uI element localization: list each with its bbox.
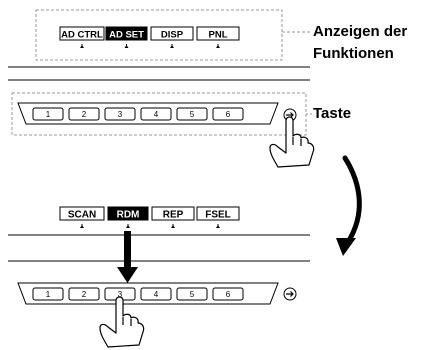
- top-preset-button-3: [104, 107, 136, 121]
- bottom-fn-box-1: [107, 206, 149, 221]
- top-preset-label-1: 1: [46, 110, 51, 119]
- bottom-preset-button-6: [212, 287, 244, 301]
- top-labels-dashed-frame: [35, 9, 283, 61]
- transition-arrow-icon: [336, 155, 362, 256]
- top-pressing-hand-icon: [269, 116, 315, 168]
- bottom-function-labels: SCAN RDM REP FSEL: [59, 206, 240, 228]
- top-preset-button-1: [32, 107, 64, 121]
- bottom-fn-label-0: SCAN: [68, 210, 96, 221]
- top-preset-button-6: [212, 107, 244, 121]
- top-preset-button-2: [68, 107, 100, 121]
- bottom-preset-label-3: 3: [118, 290, 123, 299]
- top-preset-label-3: 3: [118, 110, 123, 119]
- bottom-preset-label-4: 4: [154, 290, 159, 299]
- bottom-fn-label-3: FSEL: [205, 210, 231, 221]
- bottom-pressing-hand-icon: [99, 296, 145, 348]
- key-callout: Taste: [313, 105, 352, 122]
- top-preset-button-5: [176, 107, 208, 121]
- bottom-preset-label-1: 1: [46, 290, 51, 299]
- top-fn-box-1: [105, 26, 148, 41]
- top-preset-label-6: 6: [226, 110, 231, 119]
- top-preset-label-5: 5: [190, 110, 195, 119]
- bottom-fn-label-2: REP: [163, 210, 184, 221]
- bottom-preset-label-2: 2: [82, 290, 87, 299]
- bottom-preset-button-2: [68, 287, 100, 301]
- top-fn-box-2: [150, 26, 194, 41]
- bottom-preset-button-4: [140, 287, 172, 301]
- functions-callout-line1: Anzeigen der: [313, 23, 408, 40]
- bottom-preset-label-5: 5: [190, 290, 195, 299]
- bottom-preset-label-6: 6: [226, 290, 231, 299]
- bottom-fn-box-2: [151, 206, 195, 221]
- bottom-preset-buttons: 1 2 3 4 5 6: [32, 287, 244, 301]
- top-fn-label-3: PNL: [209, 30, 228, 41]
- top-fn-label-0: AD CTRL: [61, 30, 103, 41]
- top-preset-button-4: [140, 107, 172, 121]
- top-fn-label-1: AD SET: [109, 30, 144, 41]
- bottom-fn-box-3: [196, 206, 240, 221]
- bottom-preset-button-1: [32, 287, 64, 301]
- bottom-fn-box-0: [59, 206, 105, 221]
- bottom-preset-button-5: [176, 287, 208, 301]
- top-function-labels: AD CTRL AD SET DISP PNL: [59, 26, 240, 48]
- functions-callout-line2: Funktionen: [313, 45, 394, 62]
- bottom-arrow-key-icon: [283, 287, 297, 301]
- top-preset-buttons: 1 2 3 4 5 6: [32, 107, 244, 121]
- top-fn-box-3: [196, 26, 240, 41]
- top-preset-label-2: 2: [82, 110, 87, 119]
- top-preset-label-4: 4: [154, 110, 159, 119]
- top-fn-box-0: [59, 26, 105, 41]
- bottom-fn-label-1: RDM: [117, 210, 140, 221]
- top-fn-label-2: DISP: [161, 30, 184, 41]
- down-indicator-arrow-icon: [117, 231, 138, 283]
